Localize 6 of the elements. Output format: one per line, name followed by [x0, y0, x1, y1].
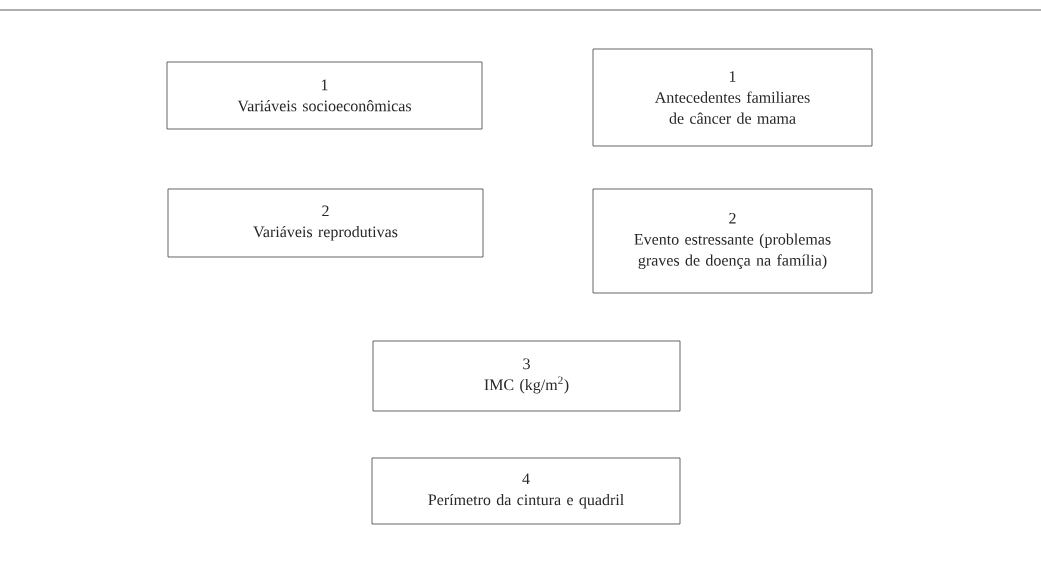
variable-box: 4 Perímetro da cintura e quadril: [371, 457, 681, 525]
variable-box: 1 Variáveis socioeconômicas: [166, 61, 483, 130]
variable-box: 1 Antecedentes familiares de câncer de mama: [592, 48, 873, 147]
variable-box: 2 Evento estressante (problemas graves de doença na família): [592, 188, 873, 294]
variable-box: 2 Variáveis reprodutivas: [167, 188, 484, 258]
variable-box: 3 IMC (kg/m$^{2}$): [372, 340, 681, 412]
